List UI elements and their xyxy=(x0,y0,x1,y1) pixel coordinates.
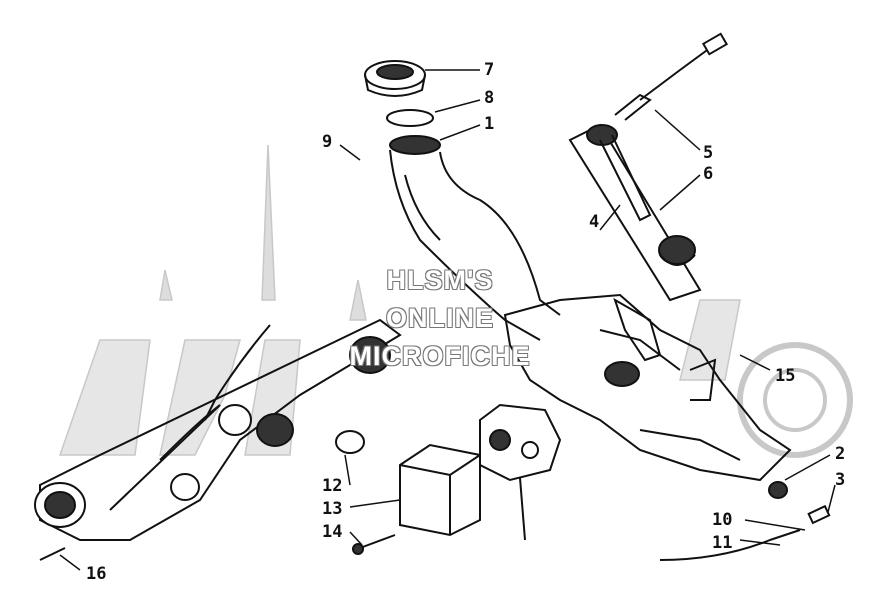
callout-11: 11 xyxy=(712,533,733,553)
wire-connector xyxy=(701,32,729,56)
callout-13: 13 xyxy=(322,499,343,519)
callout-3: 3 xyxy=(835,470,846,490)
callout-8: 8 xyxy=(484,88,495,108)
screw xyxy=(359,534,396,549)
callout-2: 2 xyxy=(835,444,846,464)
bolt xyxy=(39,547,66,561)
callout-7: 7 xyxy=(484,60,495,80)
watermark-logo xyxy=(58,144,853,458)
clamp-ring xyxy=(335,430,365,454)
callout-10: 10 xyxy=(712,510,733,530)
tank-bolt xyxy=(807,504,831,525)
callout-6: 6 xyxy=(703,164,714,184)
callout-4: 4 xyxy=(589,212,600,232)
chain-case xyxy=(34,318,402,541)
fuel-tank xyxy=(503,293,792,482)
callout-15: 15 xyxy=(775,366,796,386)
fuel-cap xyxy=(364,60,426,97)
callout-16: 16 xyxy=(86,564,107,584)
callout-5: 5 xyxy=(703,143,714,163)
callout-1: 1 xyxy=(484,114,495,134)
grommet xyxy=(768,481,788,499)
leader-lines xyxy=(59,69,836,571)
sending-unit xyxy=(568,93,702,302)
callout-9: 9 xyxy=(322,132,333,152)
fuel-hose xyxy=(659,529,801,561)
watermark-line-3: MICROFICHE xyxy=(349,341,531,371)
fuel-pump xyxy=(479,403,562,541)
parts-linework xyxy=(34,32,836,571)
callout-14: 14 xyxy=(322,522,343,542)
cover-box xyxy=(399,443,481,537)
watermark-line-2: ONLINE xyxy=(385,303,494,333)
watermark-line-1: HLSM'S xyxy=(386,265,494,295)
vent-hose xyxy=(204,324,271,421)
filler-neck-hose xyxy=(389,135,561,341)
callout-12: 12 xyxy=(322,476,343,496)
cap-gasket xyxy=(386,109,434,127)
